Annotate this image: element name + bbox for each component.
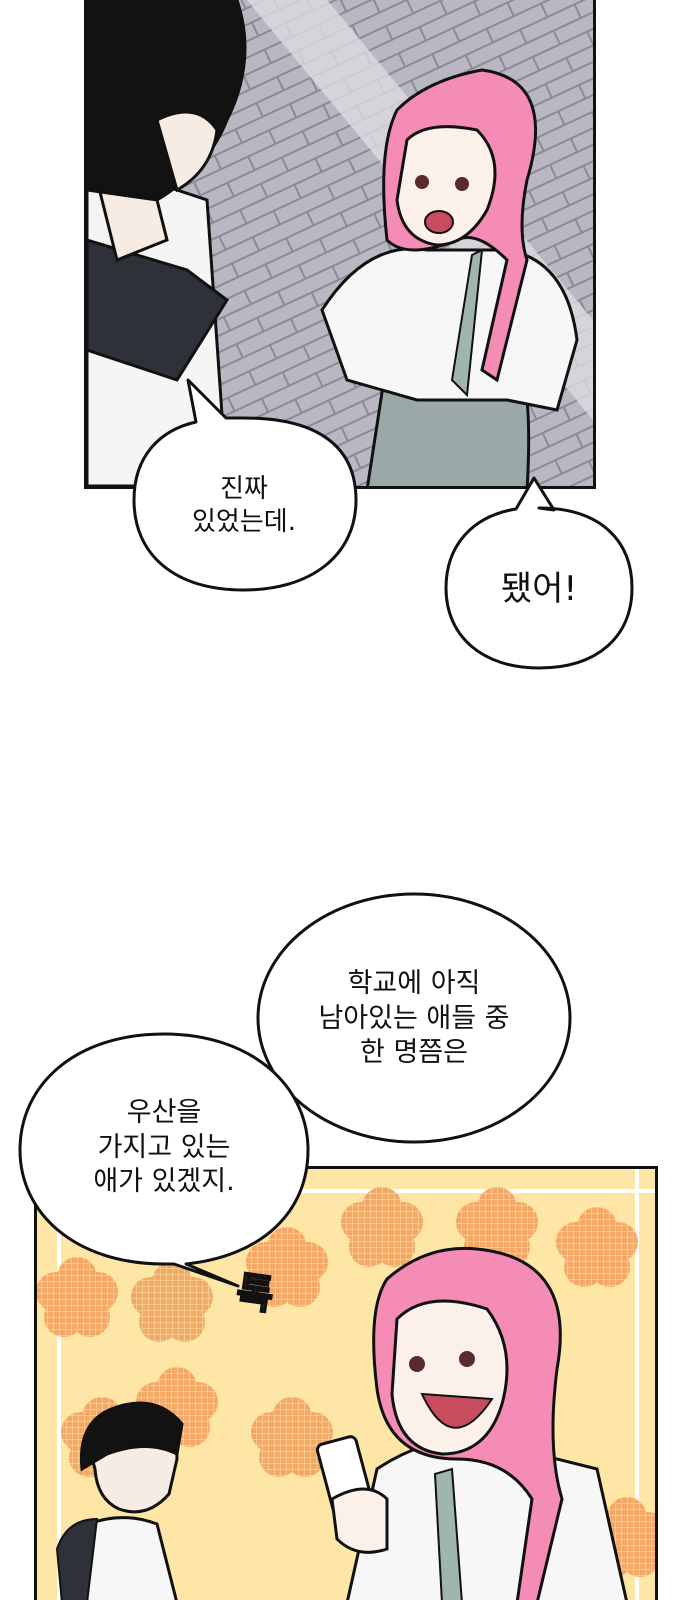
dialogue-line: 있었는데. [192,507,296,537]
panel-schoolyard [84,0,596,489]
speech-bubble-forget-it: 됐어! [442,476,636,672]
bubble-text: 진짜 있었는데. [130,378,358,596]
boy-figure [87,0,247,486]
dialogue-line: 됐어! [500,569,578,610]
speech-bubble-umbrella: 우산을 가지고 있는 애가 있겠지. [16,1028,312,1290]
speech-bubble-really-was-there: 진짜 있었는데. [130,378,358,596]
bubble-text: 학교에 아직 남아있는 애들 중 한 명쯤은 [254,890,574,1148]
dialogue-line: 한 명쯤은 [360,1037,468,1069]
dialogue-line: 진짜 [220,473,268,504]
bubble-text: 됐어! [442,476,636,672]
speech-bubble-students-left: 학교에 아직 남아있는 애들 중 한 명쯤은 [254,890,574,1148]
dialogue-line: 남아있는 애들 중 [318,1002,510,1034]
boy-figure-small [55,1401,184,1600]
schoolyard-illustration [87,0,593,486]
dialogue-line: 가지고 있는 [97,1131,231,1163]
dialogue-line: 학교에 아직 [347,968,481,1000]
dialogue-line: 우산을 [126,1097,202,1129]
girl-figure [320,68,579,486]
bubble-text: 우산을 가지고 있는 애가 있겠지. [16,1028,312,1290]
girl-figure-phone [315,1246,628,1600]
dialogue-line: 애가 있겠지. [93,1166,235,1198]
